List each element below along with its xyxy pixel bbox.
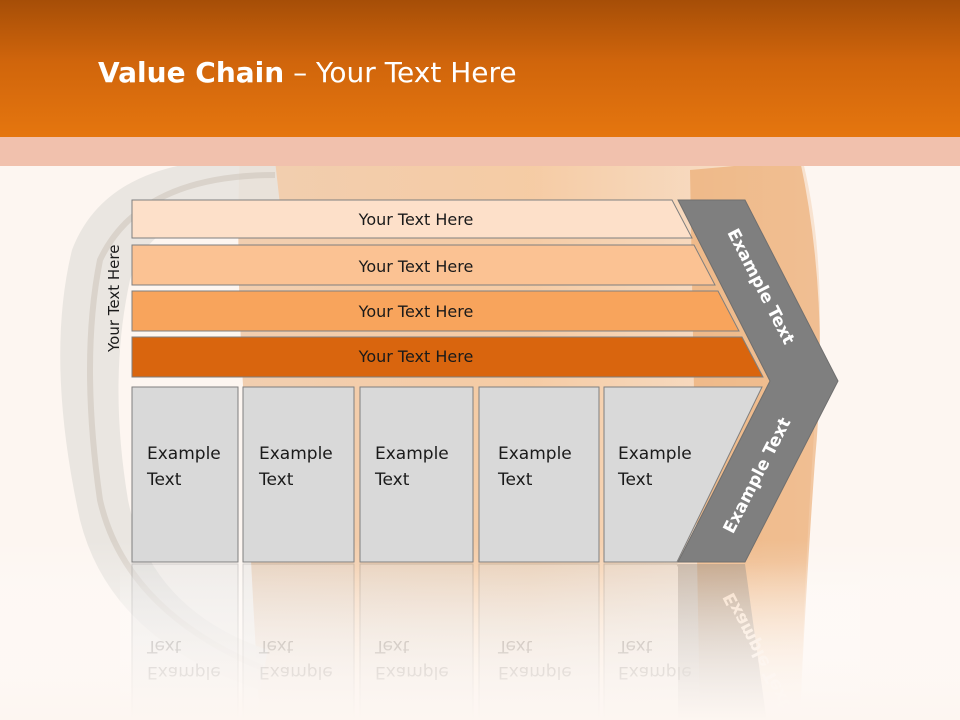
primary-box-4-line2: Text	[497, 470, 533, 490]
support-row-3-label: Your Text Here	[358, 302, 474, 321]
primary-box-5-line1: Example	[618, 444, 692, 464]
primary-box-2-line1: Example	[259, 444, 333, 464]
primary-box-4-shape	[478, 386, 600, 563]
header-bar	[0, 0, 960, 137]
primary-box-1-line2: Text	[146, 470, 182, 490]
slide-title-bold: Value Chain	[98, 56, 285, 89]
primary-box-2: Example Text	[242, 386, 355, 563]
reflection-fade	[120, 562, 860, 720]
support-row-2: Your Text Here	[131, 244, 716, 286]
primary-box-5-line2: Text	[617, 470, 653, 490]
support-row-3: Your Text Here	[131, 290, 740, 332]
support-row-2-label: Your Text Here	[358, 257, 474, 276]
primary-box-1: Example Text	[131, 386, 239, 563]
primary-box-2-shape	[242, 386, 355, 563]
primary-box-3: Example Text	[359, 386, 474, 563]
slide-title: Value Chain – Your Text Here	[98, 56, 517, 89]
support-row-1-label: Your Text Here	[358, 210, 474, 229]
support-row-4: Your Text Here	[131, 336, 764, 378]
primary-box-5: Example Text	[603, 386, 763, 563]
primary-box-4-line1: Example	[498, 444, 572, 464]
primary-box-2-line2: Text	[258, 470, 294, 490]
support-row-3-shape	[131, 290, 740, 332]
support-row-4-label: Your Text Here	[358, 347, 474, 366]
support-row-1: Your Text Here	[131, 199, 693, 239]
support-row-4-shape	[131, 336, 764, 378]
primary-box-3-line1: Example	[375, 444, 449, 464]
primary-box-3-line2: Text	[374, 470, 410, 490]
header-strip	[0, 137, 960, 166]
slide-title-rest: – Your Text Here	[284, 56, 517, 89]
primary-box-4: Example Text	[478, 386, 600, 563]
primary-box-1-line1: Example	[147, 444, 221, 464]
support-row-1-shape	[131, 199, 693, 239]
primary-box-3-shape	[359, 386, 474, 563]
support-row-2-shape	[131, 244, 716, 286]
